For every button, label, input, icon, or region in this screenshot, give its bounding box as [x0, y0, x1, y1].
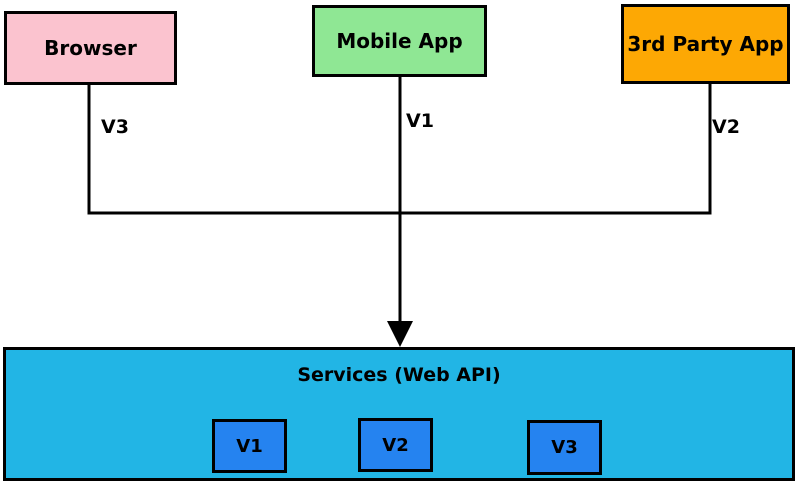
- browser-node-label: Browser: [44, 36, 137, 60]
- browser-edge-label: V3: [101, 116, 129, 138]
- service-version-v3-label: V3: [551, 437, 578, 458]
- third-party-app-node-label: 3rd Party App: [627, 32, 784, 56]
- services-title: Services (Web API): [297, 364, 501, 386]
- mobile-app-node-label: Mobile App: [336, 29, 463, 53]
- service-version-v1-label: V1: [236, 435, 263, 457]
- arrowhead-icon: [387, 321, 413, 347]
- service-version-v2-label: V2: [382, 434, 409, 456]
- service-version-v2: V2: [358, 418, 433, 472]
- service-version-v1: V1: [212, 419, 287, 473]
- third-party-app-edge-label: V2: [712, 116, 740, 138]
- mobile-app-edge-label: V1: [406, 110, 434, 132]
- browser-node: Browser: [4, 11, 177, 85]
- service-version-v3: V3: [527, 420, 602, 475]
- third-party-app-node: 3rd Party App: [621, 4, 790, 84]
- mobile-app-node: Mobile App: [312, 5, 487, 77]
- services-container: Services (Web API) V1 V2 V3: [3, 347, 795, 481]
